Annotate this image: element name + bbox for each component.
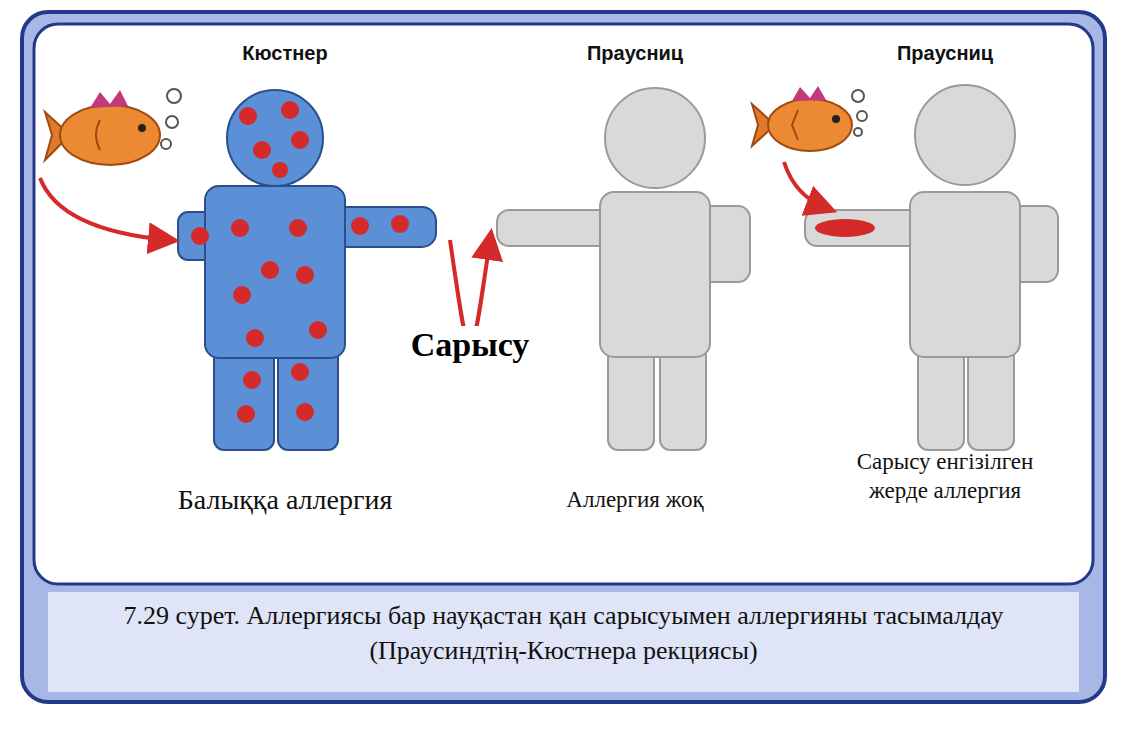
person-figure: ПраусницСарысу енгізілген жерде аллергия	[795, 30, 1095, 550]
ingestion-arrow	[40, 178, 168, 240]
edge-label: Сарысу	[407, 326, 534, 364]
person-name: Праусниц	[795, 42, 1095, 65]
fish	[752, 86, 867, 151]
outer-frame	[22, 12, 1105, 702]
person-name: Праусниц	[490, 42, 780, 65]
fish	[45, 89, 181, 165]
person-figure: КюстнерБалыққа аллергия	[120, 30, 450, 550]
person-name: Кюстнер	[120, 42, 450, 65]
reaction-label: Сарысу енгізілген жерде аллергия	[795, 448, 1095, 506]
reaction-label: Балыққа аллергия	[120, 482, 450, 517]
local-reaction	[815, 219, 875, 237]
reaction-label: Аллергия жоқ	[490, 486, 780, 515]
allergy-spots	[191, 101, 409, 423]
figure-caption: 7.29 сурет. Аллергиясы бар науқастан қан…	[60, 598, 1067, 668]
challenge-arrow	[784, 162, 826, 208]
person-figure: ПраусницАллергия жоқ	[490, 30, 780, 550]
caption-band	[48, 592, 1079, 692]
healthy-person	[497, 88, 750, 450]
allergic-person	[178, 90, 436, 450]
